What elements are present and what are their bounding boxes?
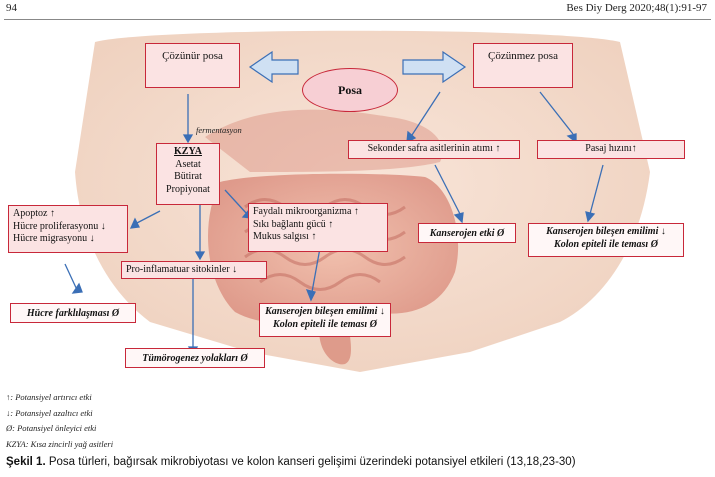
mucus-line: Mukus salgısı ↑ <box>253 231 317 242</box>
legend-increase: ↑: Potansiyel artırıcı etki <box>6 392 92 402</box>
carcinogen-absorption-box: Kanserojen bileşen emilimi ↓ Kolon epite… <box>259 303 391 337</box>
header-divider <box>4 19 711 20</box>
page-number: 94 <box>6 2 17 14</box>
pro-inflammatory-box: Pro-inflamatuar sitokinler ↓ <box>121 261 267 279</box>
kzya-title: KZYA <box>174 146 202 157</box>
microbiota-box: Faydalı mikroorganizma ↑ Sıkı bağlantı g… <box>248 203 388 252</box>
differentiation-box: Hücre farklılaşması Ø <box>10 303 136 323</box>
apoptosis-line: Apoptoz ↑ <box>13 208 55 219</box>
absorption-line: Kanserojen bileşen emilimi ↓ <box>265 306 385 317</box>
legend-prevent: Ø: Potansiyel önleyici etki <box>6 423 97 433</box>
bile-acid-box: Sekonder safra asitlerinin atımı ↑ <box>348 140 520 159</box>
beneficial-microbe-line: Faydalı mikroorganizma ↑ <box>253 206 359 217</box>
fiber-diagram: Çözünür posa Posa Çözünmez posa fermenta… <box>0 22 715 390</box>
tumorigenesis-box: Tümörogenez yolakları Ø <box>125 348 265 368</box>
kzya-item: Bütirat <box>174 171 202 182</box>
kzya-box: KZYA Asetat Bütirat Propiyonat <box>156 143 220 205</box>
tight-junction-line: Sıkı bağlantı gücü ↑ <box>253 218 334 230</box>
fermentation-label: fermentasyon <box>196 125 242 135</box>
insoluble-fiber-box: Çözünmez posa <box>473 43 573 88</box>
absorption-line: Kanserojen bileşen emilimi ↓ <box>546 226 666 237</box>
journal-citation: Bes Diy Derg 2020;48(1):91-97 <box>566 2 707 14</box>
fiber-center-node: Posa <box>302 68 398 112</box>
legend-abbreviation: KZYA: Kısa zincirli yağ asitleri <box>6 439 114 449</box>
legend-decrease: ↓: Potansiyel azaltıcı etki <box>6 408 93 418</box>
carcinogen-effect-box: Kanserojen etki Ø <box>418 223 516 243</box>
right-absorption-box: Kanserojen bileşen emilimi ↓ Kolon epite… <box>528 223 684 257</box>
transit-box: Pasaj hızını↑ <box>537 140 685 159</box>
figure-caption: Şekil 1. Posa türleri, bağırsak mikrobiy… <box>6 456 576 468</box>
fiber-center-label: Posa <box>338 82 362 97</box>
soluble-fiber-box: Çözünür posa <box>145 43 240 88</box>
proliferation-line: Hücre proliferasyonu ↓ <box>13 220 106 232</box>
kzya-item: Asetat <box>175 158 201 170</box>
migration-line: Hücre migrasyonu ↓ <box>13 233 95 244</box>
epithelium-contact-line: Kolon epiteli ile teması Ø <box>273 318 377 330</box>
caption-text: Posa türleri, bağırsak mikrobiyotası ve … <box>45 456 576 468</box>
epithelium-contact-line: Kolon epiteli ile teması Ø <box>554 238 658 250</box>
caption-label: Şekil 1. <box>6 456 46 468</box>
kzya-item: Propiyonat <box>166 183 210 195</box>
intestine-illustration <box>64 30 650 372</box>
apoptosis-box: Apoptoz ↑ Hücre proliferasyonu ↓ Hücre m… <box>8 205 128 253</box>
